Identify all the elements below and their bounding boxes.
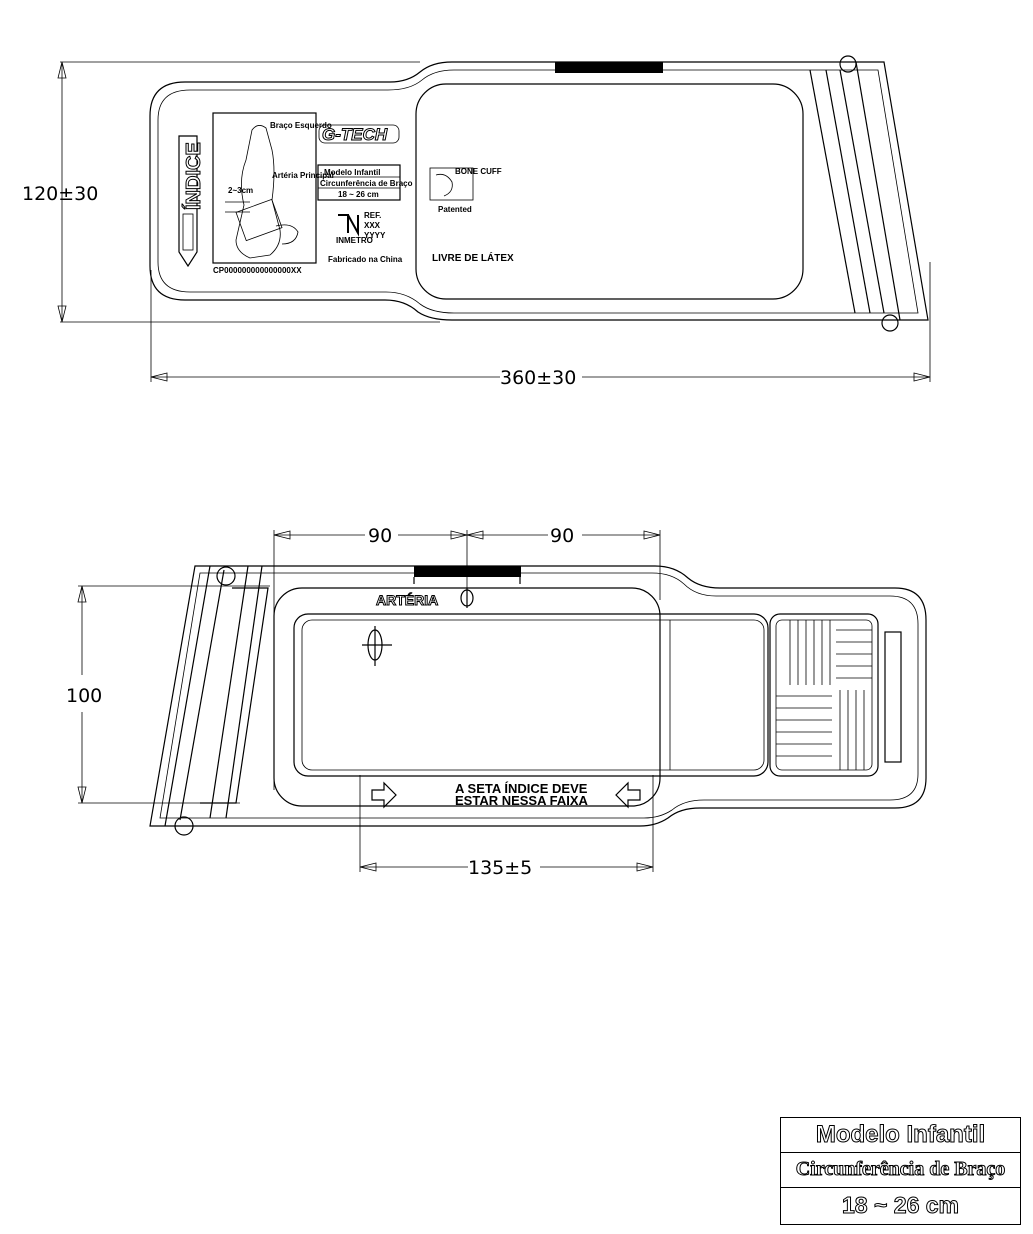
velcro-pattern — [769, 613, 879, 777]
serial-number: CP000000000000000XX — [213, 266, 302, 275]
right-arrow-icon — [371, 781, 397, 809]
left-arrow-icon — [615, 781, 641, 809]
brand-logo: G-TECH — [322, 125, 388, 144]
instruction-panel — [212, 112, 317, 264]
model-box-line2: Circunferência de Braço — [320, 179, 413, 188]
title-block-line2: Circunferência de Braço — [781, 1153, 1020, 1188]
ref-line-1: REF. — [364, 211, 381, 220]
end-slot — [884, 631, 902, 763]
top-view-cuff: 120±30 360±30 ÍNDICE Bra — [22, 55, 931, 389]
top-dim-height: 120±30 — [22, 183, 98, 205]
model-box-line3: 18 ~ 26 cm — [338, 190, 379, 199]
certification-mark-label: INMETRO — [336, 236, 373, 245]
patented-label: Patented — [438, 205, 472, 214]
arm-label: Braço Esquerdo — [270, 121, 332, 130]
index-note-line1: A SETA ÍNDICE DEVE — [455, 781, 588, 796]
artery-symbol-icon — [460, 588, 474, 608]
bottom-view-cuff: 90 90 100 135±5 — [66, 525, 927, 879]
top-dim-width: 360±30 — [500, 367, 576, 389]
top-black-marker — [555, 62, 663, 73]
certification-mark-icon — [338, 214, 359, 237]
ref-line-2: XXX — [364, 221, 381, 230]
artery-principal-label: Artéria Principal — [272, 171, 334, 180]
title-block-line1: Modelo Infantil — [781, 1118, 1020, 1153]
top-index-label: ÍNDICE — [182, 142, 205, 210]
bottom-dim-left: 90 — [368, 525, 392, 547]
spacing-label: 2~3cm — [228, 186, 253, 195]
index-note-line2: ESTAR NESSA FAIXA — [455, 793, 589, 808]
bottom-dim-height: 100 — [66, 685, 102, 707]
bottom-dim-right: 90 — [550, 525, 574, 547]
latex-free-label: LIVRE DE LÁTEX — [432, 251, 514, 264]
ref-line-3: YYYY — [364, 231, 386, 240]
title-block-line3: 18 ~ 26 cm — [841, 1191, 959, 1218]
model-info-box — [317, 164, 401, 201]
title-block: Modelo Infantil Circunferência de Braço … — [780, 1117, 1021, 1225]
patent-brand: BONE CUFF — [455, 167, 502, 176]
patent-cuff-icon — [429, 167, 474, 201]
artery-target-icon — [362, 626, 392, 666]
bottom-dim-range: 135±5 — [468, 857, 532, 879]
model-box-line1: Modelo Infantil — [324, 168, 380, 177]
bottom-black-marker — [414, 566, 521, 577]
made-in-label: Fabricado na China — [328, 255, 403, 264]
artery-label: ARTÉRIA — [376, 592, 438, 608]
